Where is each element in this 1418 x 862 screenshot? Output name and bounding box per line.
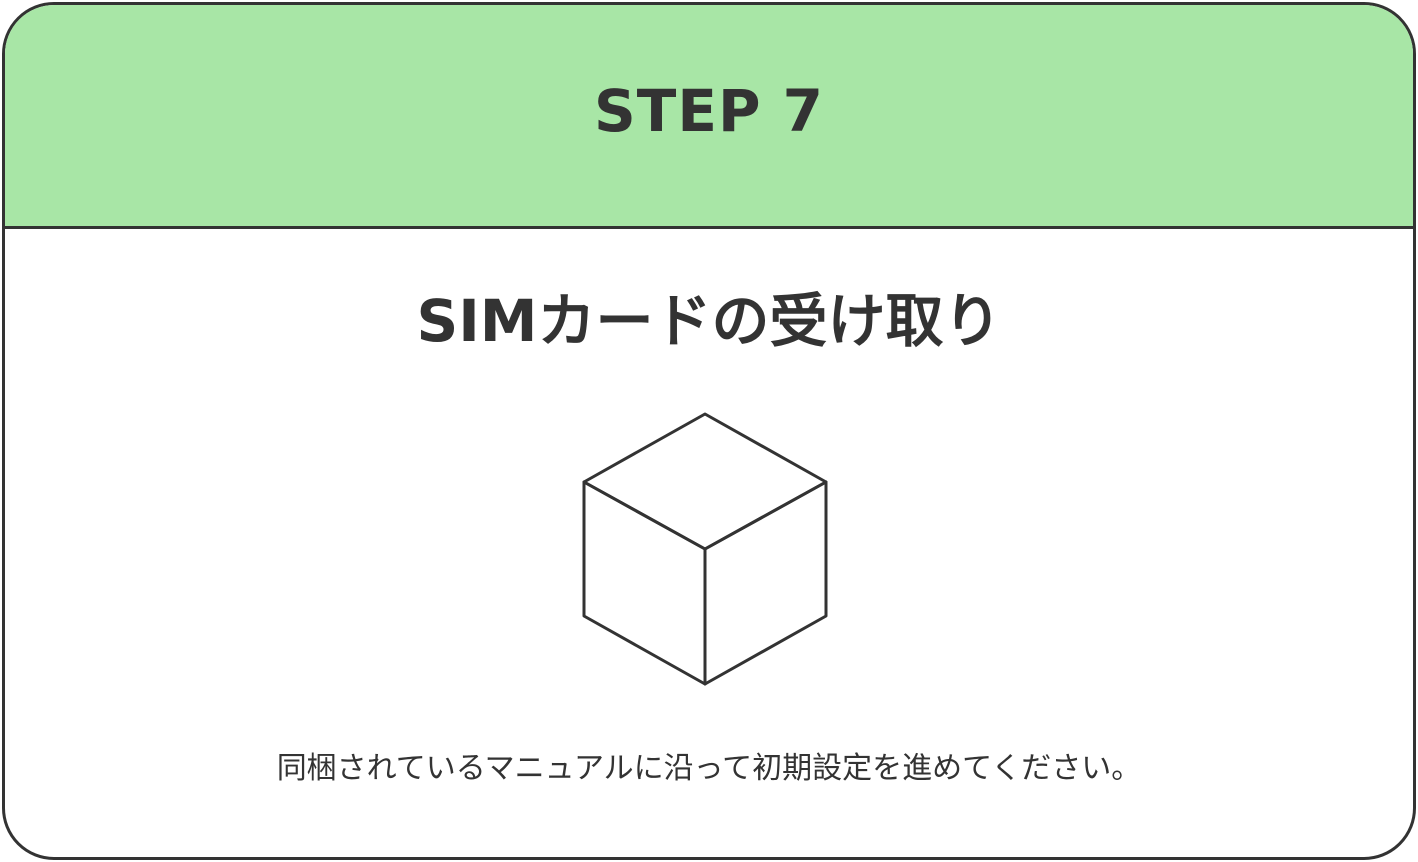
step-title: SIMカードの受け取り <box>416 287 1002 355</box>
step-header: STEP 7 <box>5 5 1413 229</box>
step-label: STEP 7 <box>593 76 824 145</box>
box-icon <box>582 412 828 686</box>
step-description: 同梱されているマニュアルに沿って初期設定を進めてください。 <box>276 751 1142 786</box>
